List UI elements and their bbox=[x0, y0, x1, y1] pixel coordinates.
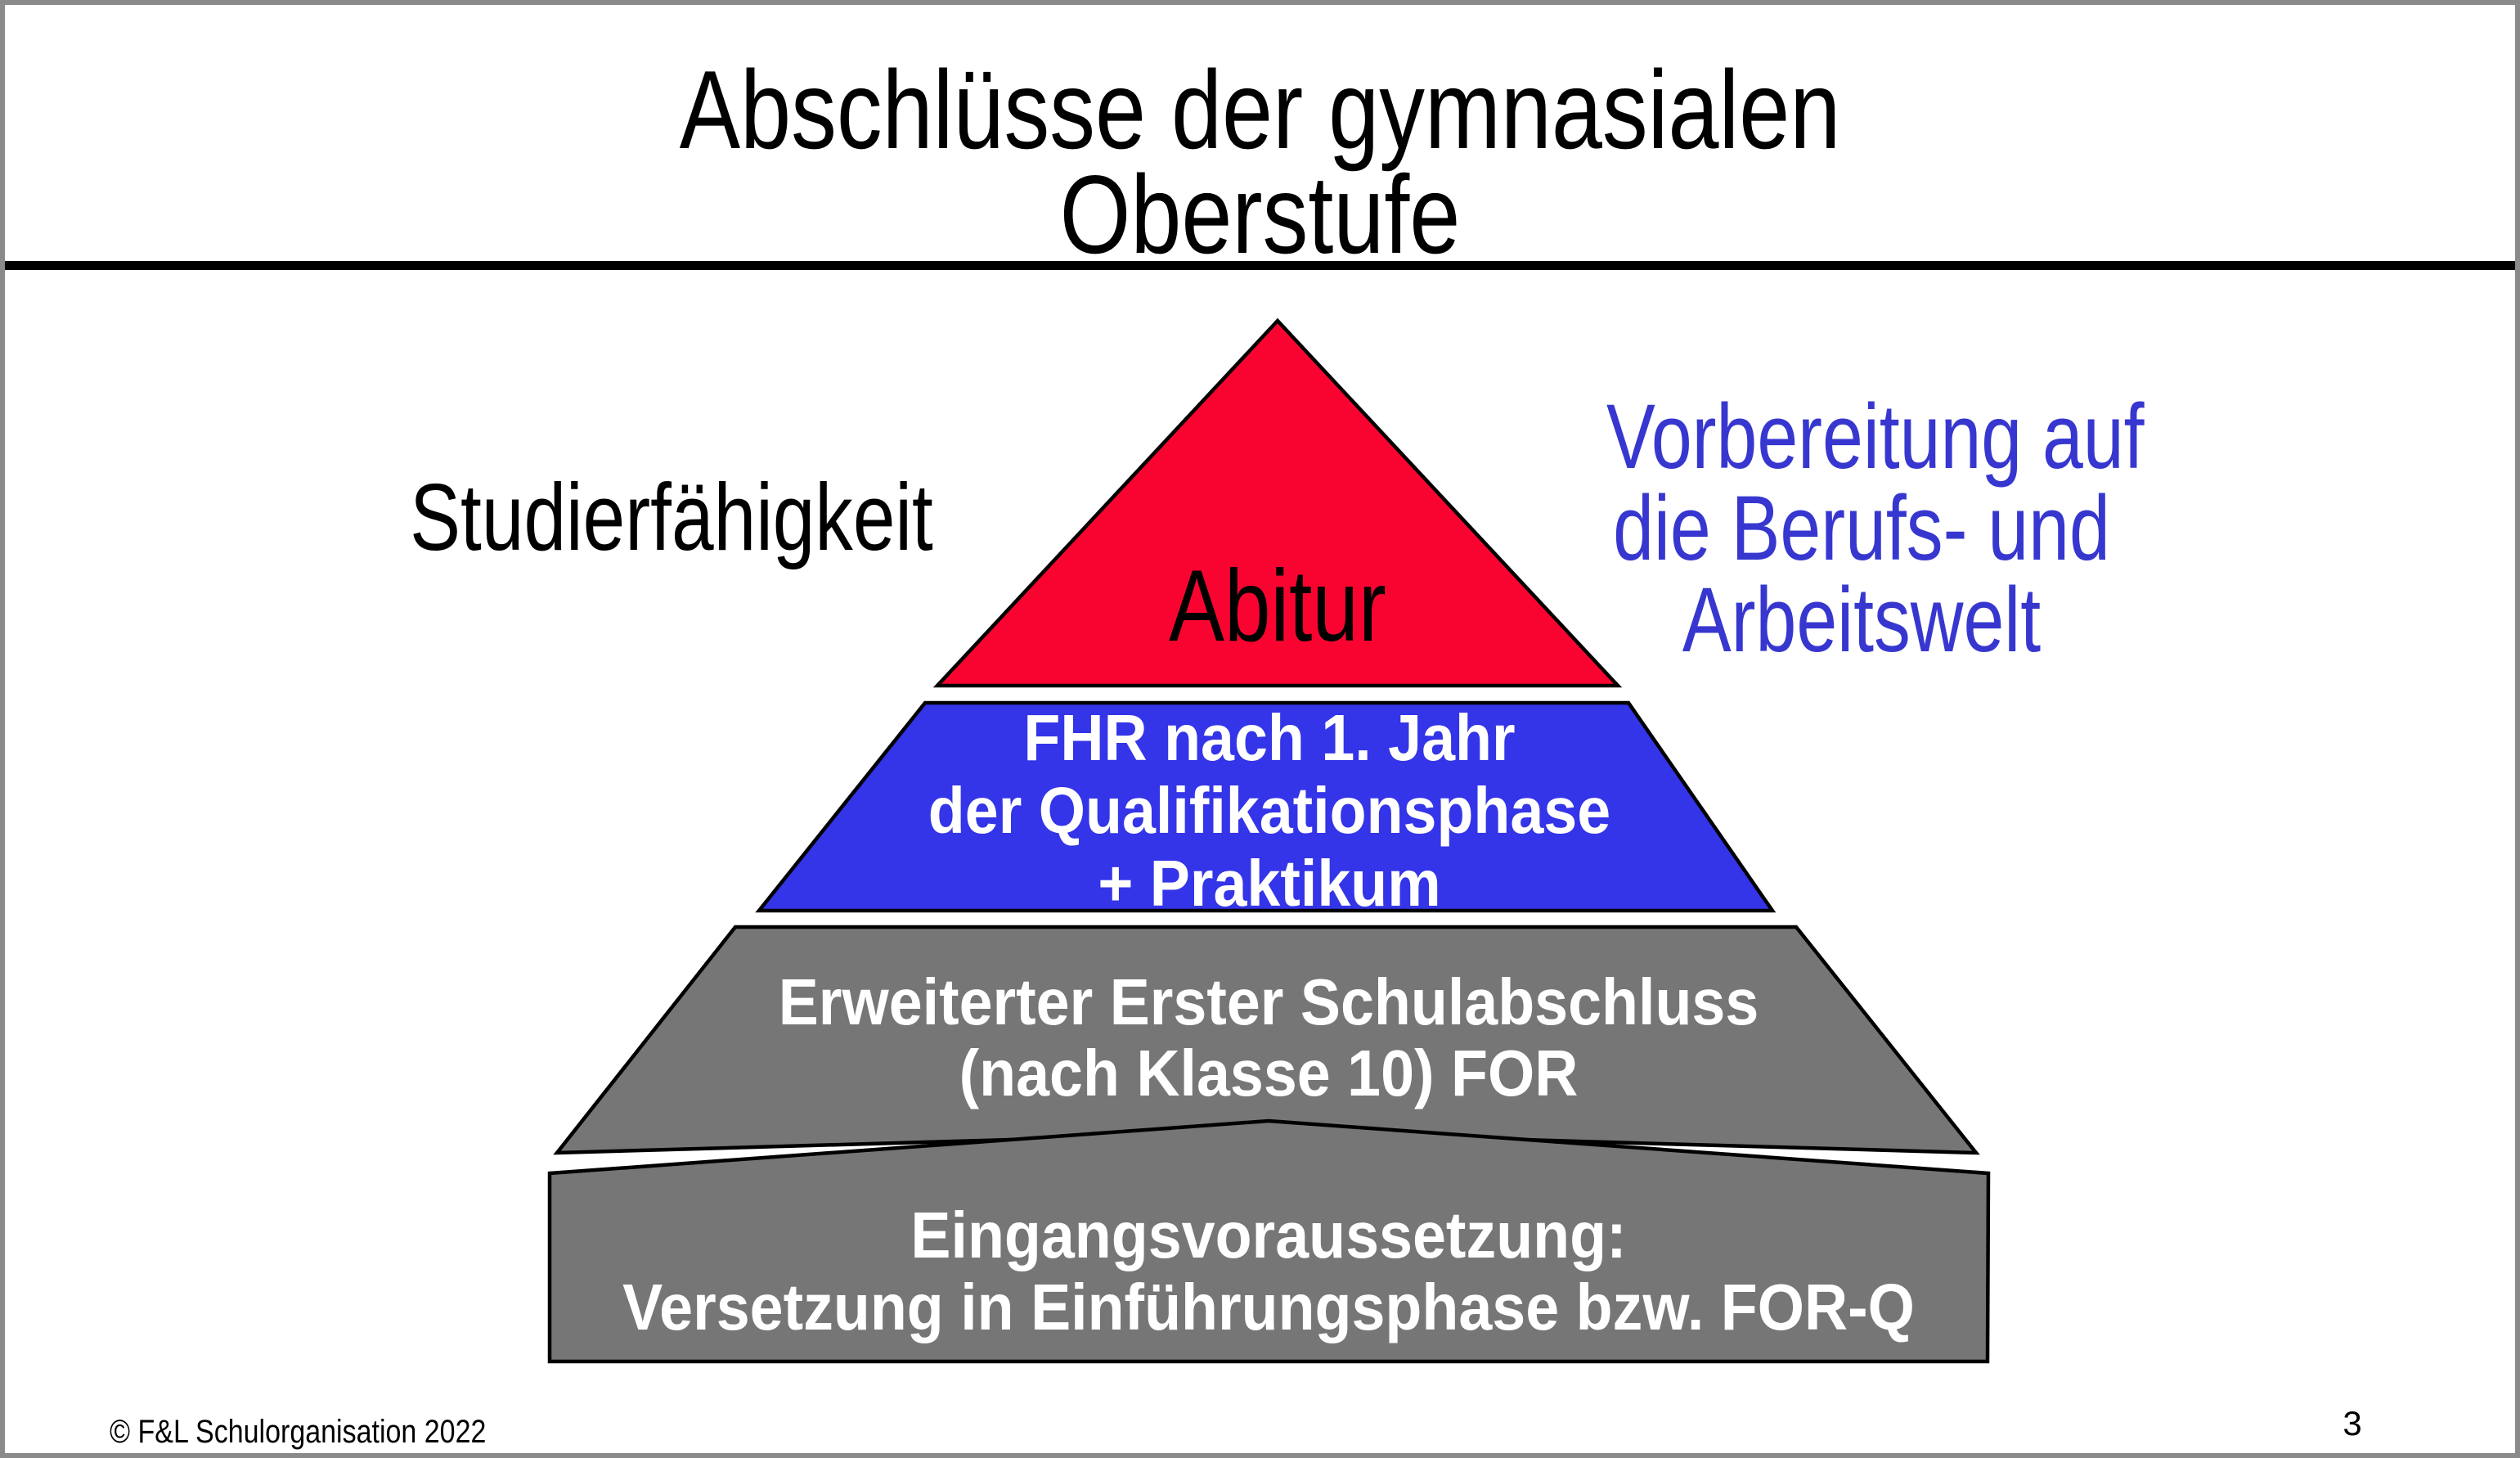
studierfaehigkeit-label: Studierfähigkeit bbox=[410, 464, 933, 570]
for-label: Erweiterter Erster Schulabschluss (nach … bbox=[690, 927, 1848, 1136]
entry-label-line-2: Versetzung in Einführungsphase bzw. FOR-… bbox=[622, 1270, 1915, 1343]
fhr-label-line-2: der Qualifikationsphase bbox=[928, 773, 1611, 847]
fhr-label: FHR nach 1. Jahr der Qualifikationsphase… bbox=[788, 700, 1751, 920]
entry-label-line-1: Eingangsvoraussetzung: bbox=[910, 1198, 1627, 1271]
copyright-text: © F&L Schulorganisation 2022 bbox=[110, 1414, 487, 1450]
vorbereitung-label: Vorbereitung auf die Berufs- und Arbeits… bbox=[1606, 385, 2145, 671]
fhr-label-line-1: FHR nach 1. Jahr bbox=[1023, 700, 1516, 774]
abitur-triangle bbox=[932, 317, 1623, 688]
page-number: 3 bbox=[2343, 1404, 2362, 1442]
entry-label: Eingangsvoraussetzung: Versetzung in Ein… bbox=[622, 1173, 1915, 1361]
for-label-line-2: (nach Klasse 10) FOR bbox=[959, 1036, 1579, 1109]
entry-banner bbox=[547, 1118, 1991, 1364]
pyramid-graphic bbox=[547, 317, 1991, 1364]
vorbereitung-line-1: Vorbereitung auf bbox=[1606, 385, 2145, 488]
slide-title: Abschlüsse der gymnasialen Oberstufe bbox=[231, 47, 2289, 277]
for-label-line-1: Erweiterter Erster Schulabschluss bbox=[778, 965, 1759, 1038]
vorbereitung-line-3: Arbeitswelt bbox=[1682, 569, 2042, 671]
for-trapezoid bbox=[553, 925, 1980, 1155]
abitur-label: Abitur bbox=[1169, 550, 1386, 663]
title-divider bbox=[5, 261, 2515, 270]
fhr-label-line-3: + Praktikum bbox=[1098, 846, 1441, 920]
slide-title-line-2: Oberstufe bbox=[1059, 152, 1461, 277]
vorbereitung-line-2: die Berufs- und bbox=[1613, 477, 2110, 579]
slide-title-line-1: Abschlüsse der gymnasialen bbox=[679, 47, 1841, 172]
fhr-trapezoid bbox=[755, 700, 1777, 913]
